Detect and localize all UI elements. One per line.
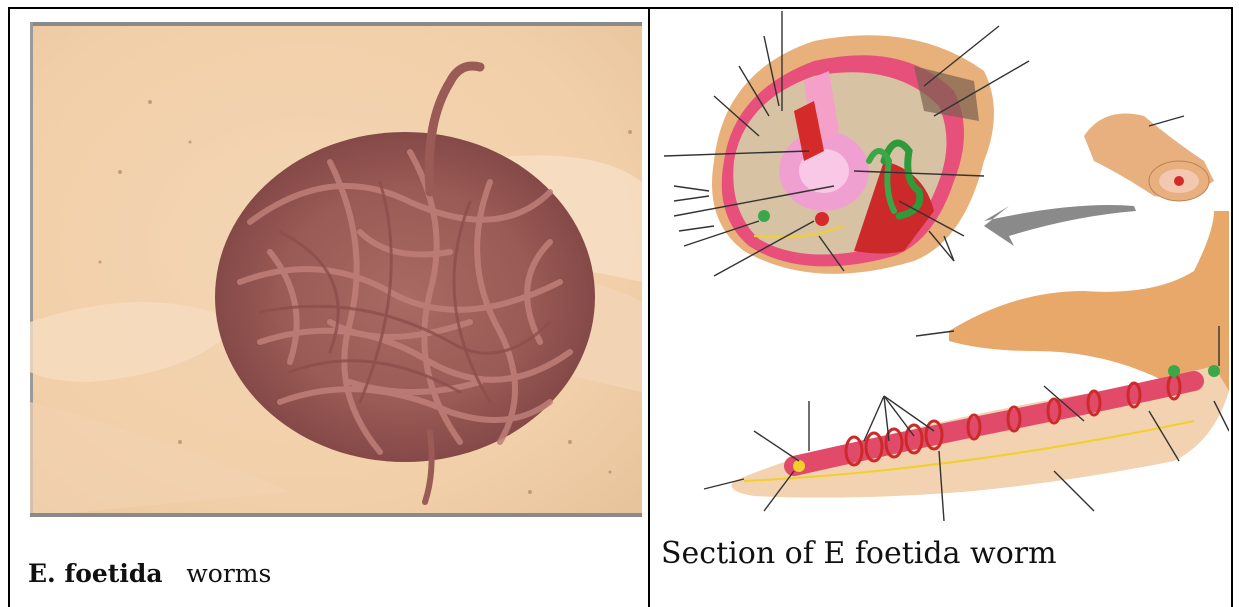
worm-photo-caption: E. foetida worms	[28, 559, 271, 588]
table-border-right	[1231, 7, 1233, 607]
table-column-divider	[648, 7, 650, 607]
table-border-top	[8, 7, 1233, 9]
caption-suffix: worms	[186, 559, 271, 588]
earthworm-anatomy-icon	[654, 11, 1229, 526]
earthworm-cluster-icon	[30, 22, 642, 517]
caption-species-name: E. foetida	[28, 559, 163, 588]
worm-photo	[30, 22, 642, 517]
table-border-left	[8, 7, 10, 607]
section-diagram-caption: Section of E foetida worm	[661, 536, 1057, 571]
worm-section-diagram	[654, 11, 1229, 526]
